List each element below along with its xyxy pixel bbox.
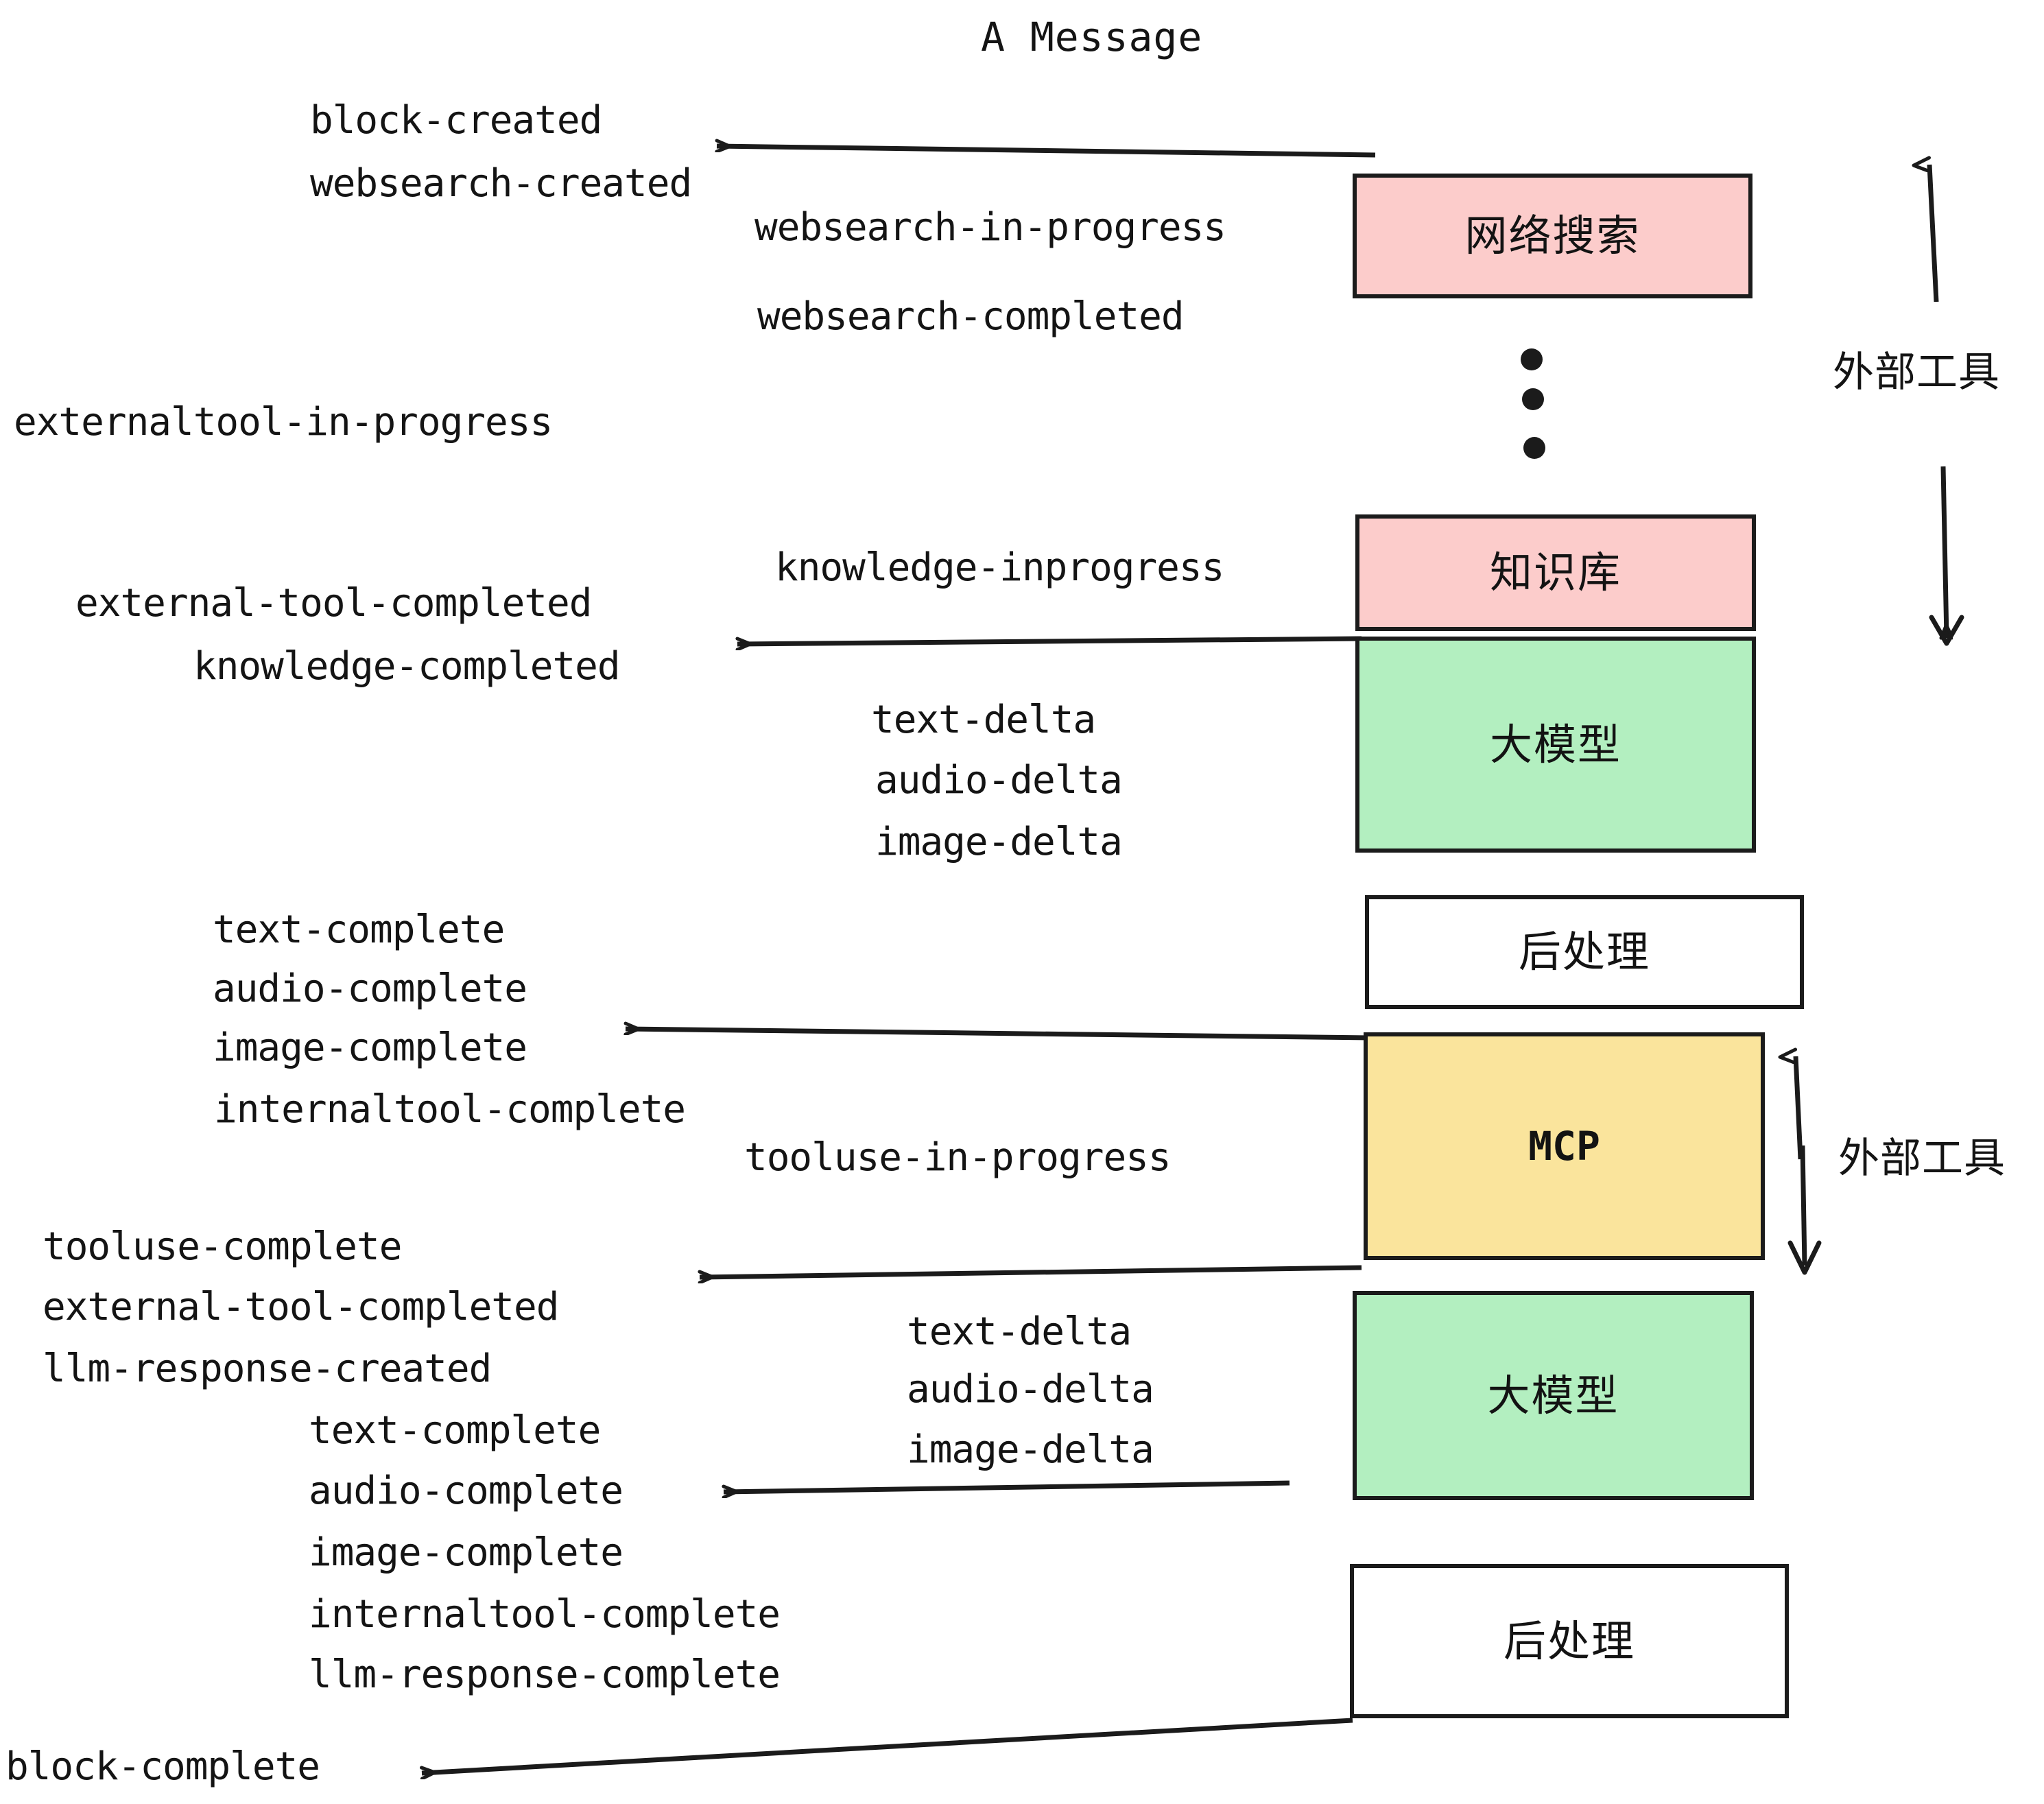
event-block-complete: block-complete bbox=[5, 1744, 320, 1789]
event-websearch-in-progress: websearch-in-progress bbox=[754, 205, 1226, 250]
node-llm-top-label: 大模型 bbox=[1489, 719, 1621, 770]
node-mcp-label: MCP bbox=[1528, 1123, 1600, 1170]
event-image-delta-2: image-delta bbox=[907, 1427, 1154, 1472]
arrow-block-complete bbox=[422, 1718, 1353, 1773]
node-knowledge-label: 知识库 bbox=[1489, 547, 1621, 597]
event-text-delta-2: text-delta bbox=[907, 1309, 1132, 1354]
event-text-complete-1: text-complete bbox=[213, 907, 505, 952]
event-websearch-completed: websearch-completed bbox=[757, 294, 1185, 339]
event-text-complete-2: text-complete bbox=[309, 1408, 601, 1453]
event-audio-complete-1: audio-complete bbox=[213, 966, 527, 1011]
arrow-websearch-created bbox=[717, 146, 1376, 158]
node-postprocess-bottom[interactable]: 后处理 bbox=[1350, 1564, 1789, 1718]
event-image-complete-1: image-complete bbox=[213, 1025, 527, 1070]
arrow-tooluse-complete bbox=[700, 1265, 1362, 1277]
node-llm-bottom-label: 大模型 bbox=[1487, 1370, 1619, 1421]
event-tooluse-in-progress: tooluse-in-progress bbox=[744, 1135, 1172, 1180]
event-external-tool-completed-1: external-tool-completed bbox=[75, 581, 592, 626]
side-label-external-tool-top: 外部工具 bbox=[1833, 339, 2000, 399]
event-image-complete-2: image-complete bbox=[309, 1530, 623, 1575]
vertical-ellipsis-icon bbox=[1521, 348, 1545, 459]
arrow-audio-complete bbox=[724, 1480, 1290, 1492]
side-label-external-tool-top-text: 外部工具 bbox=[1833, 348, 2000, 396]
event-knowledge-completed: knowledge-completed bbox=[193, 644, 621, 689]
event-audio-delta-1: audio-delta bbox=[875, 758, 1123, 803]
node-websearch-label: 网络搜索 bbox=[1464, 211, 1641, 261]
event-externaltool-in-progress: externaltool-in-progress bbox=[14, 400, 553, 444]
node-mcp[interactable]: MCP bbox=[1364, 1032, 1765, 1260]
event-websearch-created: websearch-created bbox=[310, 161, 692, 206]
arrow-image-complete bbox=[626, 1029, 1372, 1041]
diagram-title: A Message bbox=[981, 14, 1203, 60]
event-audio-complete-2: audio-complete bbox=[309, 1469, 623, 1513]
node-postprocess-top-label: 后处理 bbox=[1518, 927, 1650, 977]
node-postprocess-top[interactable]: 后处理 bbox=[1365, 895, 1804, 1009]
event-llm-response-complete: llm-response-complete bbox=[309, 1652, 781, 1697]
event-llm-response-created: llm-response-created bbox=[43, 1346, 492, 1391]
side-label-external-tool-bottom-text: 外部工具 bbox=[1838, 1135, 2006, 1183]
event-knowledge-inprogress: knowledge-inprogress bbox=[775, 545, 1224, 590]
event-external-tool-completed-2: external-tool-completed bbox=[43, 1285, 559, 1329]
node-knowledge[interactable]: 知识库 bbox=[1355, 514, 1756, 631]
bracket-external-tool-top bbox=[1929, 165, 1964, 646]
event-image-delta-1: image-delta bbox=[875, 820, 1123, 864]
arrow-knowledge-completed bbox=[737, 636, 1362, 644]
event-internaltool-complete-1: internaltool-complete bbox=[214, 1087, 686, 1132]
event-block-created: block-created bbox=[310, 98, 602, 143]
event-internaltool-complete-2: internaltool-complete bbox=[309, 1592, 781, 1637]
event-tooluse-complete: tooluse-complete bbox=[43, 1224, 402, 1269]
node-llm-bottom[interactable]: 大模型 bbox=[1353, 1291, 1754, 1500]
node-websearch[interactable]: 网络搜索 bbox=[1353, 174, 1752, 298]
event-audio-delta-2: audio-delta bbox=[907, 1367, 1154, 1412]
node-postprocess-bottom-label: 后处理 bbox=[1503, 1615, 1635, 1666]
side-label-external-tool-bottom: 外部工具 bbox=[1838, 1125, 2006, 1185]
bracket-external-tool-bottom bbox=[1790, 1056, 1822, 1275]
event-text-delta-1: text-delta bbox=[871, 698, 1096, 742]
node-llm-top[interactable]: 大模型 bbox=[1355, 637, 1756, 853]
